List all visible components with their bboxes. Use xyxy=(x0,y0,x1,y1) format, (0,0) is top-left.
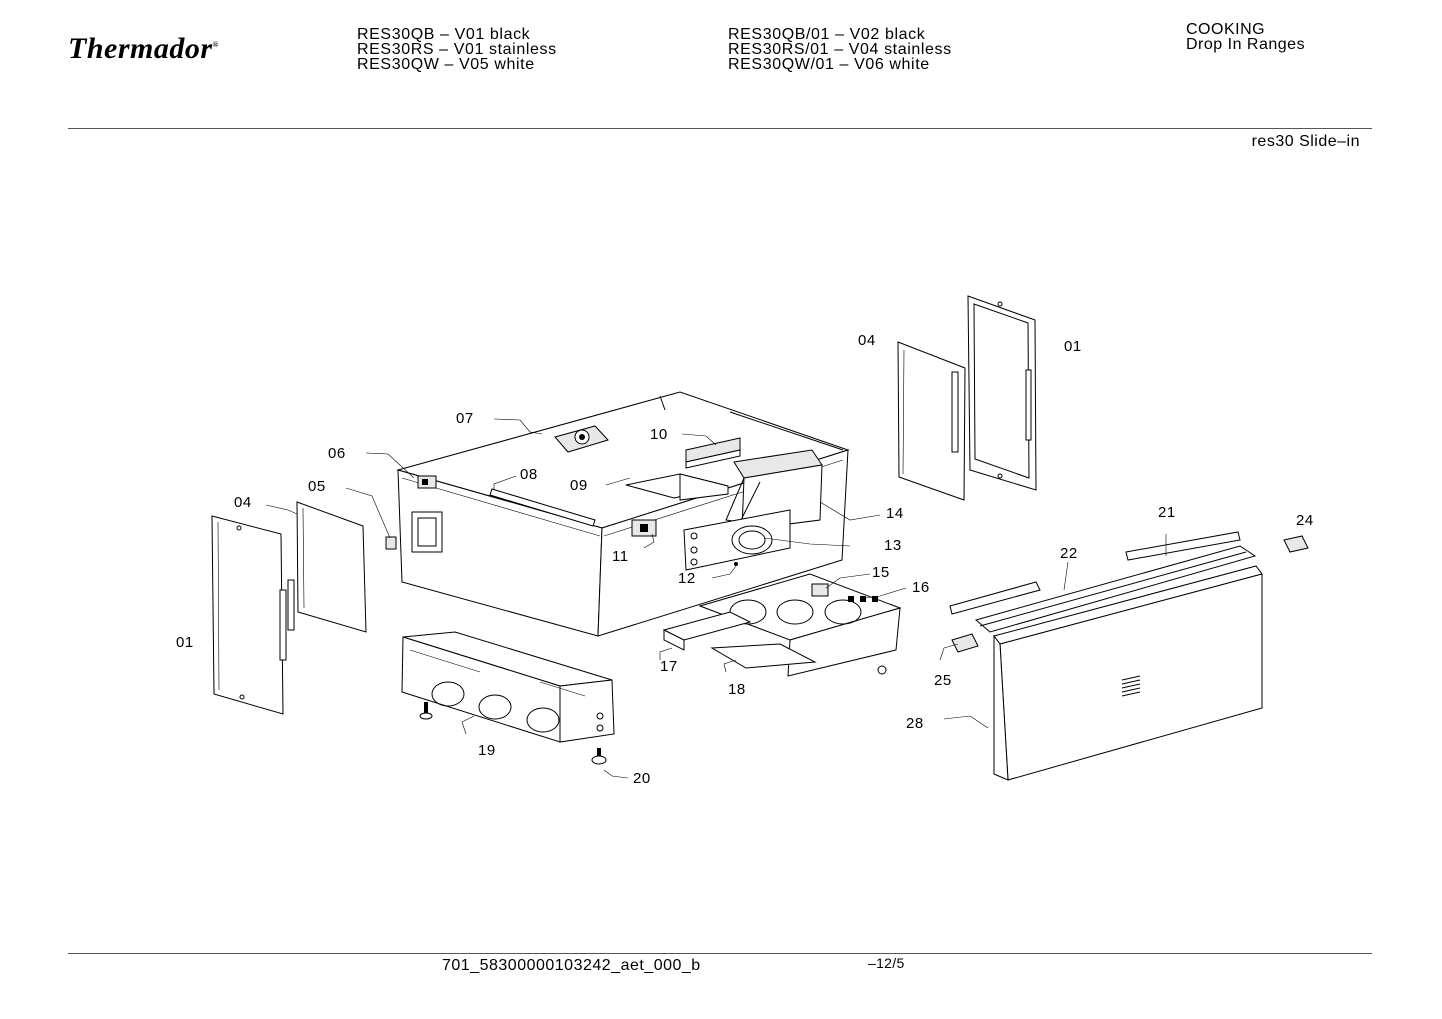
part-label: 22 xyxy=(1060,545,1078,562)
side-panel-01-left xyxy=(211,515,287,715)
brand-name: Thermador xyxy=(68,32,213,65)
part-08-strip xyxy=(489,488,596,527)
part-19-front-base xyxy=(401,631,615,743)
part-label: 11 xyxy=(612,548,629,565)
side-panel-04-left xyxy=(287,501,367,633)
part-18-plate xyxy=(710,643,817,669)
part-label: 01 xyxy=(176,634,194,651)
category-subtitle: Drop In Ranges xyxy=(1186,36,1306,53)
part-06-switch xyxy=(417,475,437,489)
footer-divider xyxy=(68,953,1372,954)
side-panel-01-right xyxy=(967,295,1037,491)
model-line: RES30QB – V01 black xyxy=(357,26,531,43)
part-label: 24 xyxy=(1296,512,1314,529)
vent-grille xyxy=(1121,675,1141,697)
part-label: 12 xyxy=(678,570,696,587)
part-05-clip xyxy=(385,536,397,550)
part-label: 01 xyxy=(1064,338,1082,355)
category-title: COOKING xyxy=(1186,21,1266,38)
variant-label: res30 Slide–in xyxy=(1251,133,1360,150)
part-label: 08 xyxy=(520,466,538,483)
part-label: 20 xyxy=(633,770,651,787)
part-label: 05 xyxy=(308,478,326,495)
part-label: 06 xyxy=(328,445,346,462)
part-22-rail-assembly xyxy=(949,545,1257,633)
part-label: 04 xyxy=(858,332,876,349)
part-28-drawer-front xyxy=(993,565,1263,781)
part-label: 17 xyxy=(660,658,678,675)
part-label: 09 xyxy=(570,477,588,494)
part-21-rail xyxy=(1125,531,1241,561)
side-panel-04-right xyxy=(897,341,966,501)
model-line: RES30RS – V01 stainless xyxy=(357,41,557,58)
model-list-primary: RES30QB – V01 black RES30RS – V01 stainl… xyxy=(357,26,557,73)
brand-logo: Thermador® xyxy=(68,28,219,66)
part-label: 13 xyxy=(884,537,902,554)
part-09-fan-duct xyxy=(625,449,823,531)
part-label: 16 xyxy=(912,579,930,596)
brand-registered-mark: ® xyxy=(212,40,219,49)
part-label: 21 xyxy=(1158,504,1176,521)
part-label: 25 xyxy=(934,672,952,689)
part-17-bracket xyxy=(662,611,752,651)
model-line: RES30RS/01 – V04 stainless xyxy=(728,41,952,58)
part-07-thermostat xyxy=(554,425,609,453)
part-label: 19 xyxy=(478,742,496,759)
model-line: RES30QB/01 – V02 black xyxy=(728,26,926,43)
model-line: RES30QW/01 – V06 white xyxy=(728,56,930,73)
part-label: 07 xyxy=(456,410,474,427)
page-number: –12/5 xyxy=(868,955,905,971)
part-24-clip xyxy=(1283,535,1309,553)
part-label: 15 xyxy=(872,564,890,581)
part-label: 04 xyxy=(234,494,252,511)
part-label: 14 xyxy=(886,505,904,522)
part-25-clip xyxy=(951,633,979,653)
part-20-leveling-leg xyxy=(591,748,607,765)
part-13-selector-knob xyxy=(731,525,773,555)
part-11-connector xyxy=(631,519,657,537)
part-10-bracket xyxy=(685,437,741,469)
header-divider xyxy=(68,128,1372,129)
category-block: COOKING Drop In Ranges xyxy=(1186,21,1306,53)
part-label: 18 xyxy=(728,681,746,698)
leader-lines xyxy=(265,418,1167,779)
base-burner-tray xyxy=(698,573,902,677)
part-label: 28 xyxy=(906,715,924,732)
model-list-secondary: RES30QB/01 – V02 black RES30RS/01 – V04 … xyxy=(728,26,952,73)
document-code: 701_58300000103242_aet_000_b xyxy=(442,957,701,974)
part-label: 10 xyxy=(650,426,668,443)
model-line: RES30QW – V05 white xyxy=(357,56,535,73)
